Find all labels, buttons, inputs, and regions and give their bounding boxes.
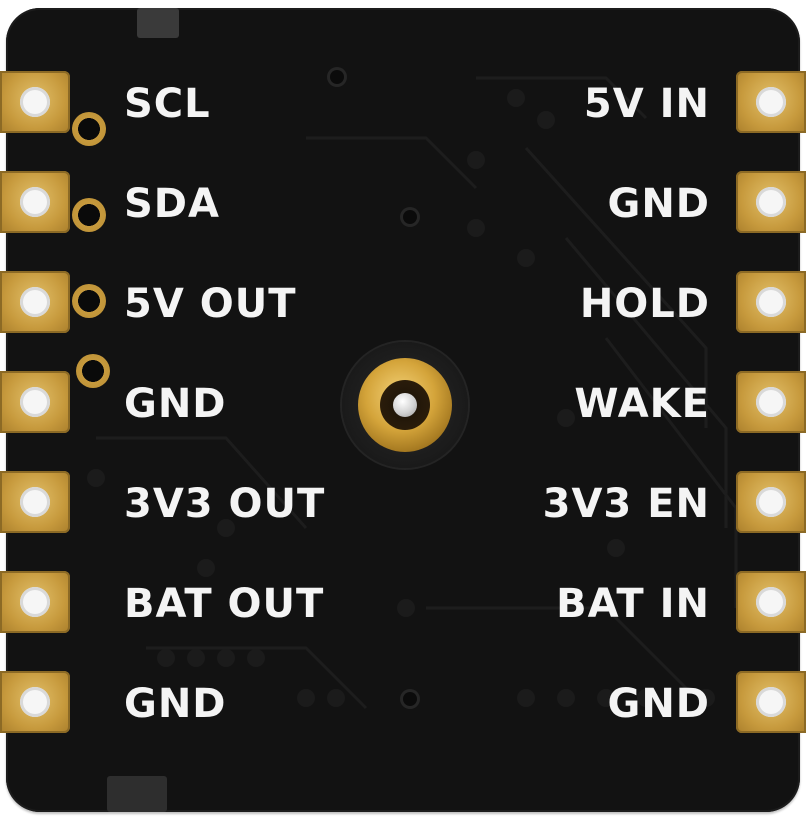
- pin-label-5v-out: 5V OUT: [124, 281, 297, 327]
- pad-right-1: [736, 71, 806, 133]
- pad-right-6: [736, 571, 806, 633]
- pad-hole: [756, 387, 786, 417]
- castellation-tab-bottom: [107, 776, 167, 812]
- via: [403, 692, 417, 706]
- pin-label-scl: SCL: [124, 81, 211, 127]
- antenna-gold-ring: [358, 358, 452, 452]
- pin-label-bat-out: BAT OUT: [124, 581, 325, 627]
- castellation-tab-top: [137, 8, 179, 38]
- pin-label-gnd-right-1: GND: [607, 181, 710, 227]
- pin-label-gnd-left-2: GND: [124, 681, 227, 727]
- pad-hole: [20, 187, 50, 217]
- gold-via: [72, 284, 106, 318]
- pad-left-4: [0, 371, 70, 433]
- pad-left-2: [0, 171, 70, 233]
- pad-right-7: [736, 671, 806, 733]
- pad-hole: [756, 487, 786, 517]
- pin-label-3v3-en: 3V3 EN: [542, 481, 710, 527]
- pad-left-5: [0, 471, 70, 533]
- pin-label-hold: HOLD: [579, 281, 710, 327]
- pin-label-3v3-out: 3V3 OUT: [124, 481, 326, 527]
- pin-label-wake: WAKE: [574, 381, 710, 427]
- pad-hole: [756, 187, 786, 217]
- pin-label-gnd-right-2: GND: [607, 681, 710, 727]
- pad-left-1: [0, 71, 70, 133]
- pad-left-6: [0, 571, 70, 633]
- pad-hole: [20, 387, 50, 417]
- pad-hole: [756, 287, 786, 317]
- antenna-socket: [380, 380, 430, 430]
- antenna-connector: [342, 342, 468, 468]
- pin-label-bat-in: BAT IN: [556, 581, 710, 627]
- gold-via: [72, 198, 106, 232]
- gold-via: [76, 354, 110, 388]
- pad-hole: [756, 87, 786, 117]
- pin-label-gnd-left-1: GND: [124, 381, 227, 427]
- via: [330, 70, 344, 84]
- pad-hole: [20, 487, 50, 517]
- pad-hole: [20, 87, 50, 117]
- pad-left-7: [0, 671, 70, 733]
- pad-hole: [756, 587, 786, 617]
- pad-hole: [20, 587, 50, 617]
- pad-hole: [20, 687, 50, 717]
- pad-hole: [756, 687, 786, 717]
- pad-hole: [20, 287, 50, 317]
- pad-right-3: [736, 271, 806, 333]
- pad-left-3: [0, 271, 70, 333]
- pad-right-4: [736, 371, 806, 433]
- pad-right-2: [736, 171, 806, 233]
- pcb-board: SCL SDA 5V OUT GND 3V3 OUT BAT OUT GND 5…: [0, 8, 806, 812]
- antenna-center-pin: [393, 393, 417, 417]
- gold-via: [72, 112, 106, 146]
- pin-label-sda: SDA: [124, 181, 220, 227]
- via: [403, 210, 417, 224]
- pin-label-5v-in: 5V IN: [583, 81, 710, 127]
- pad-right-5: [736, 471, 806, 533]
